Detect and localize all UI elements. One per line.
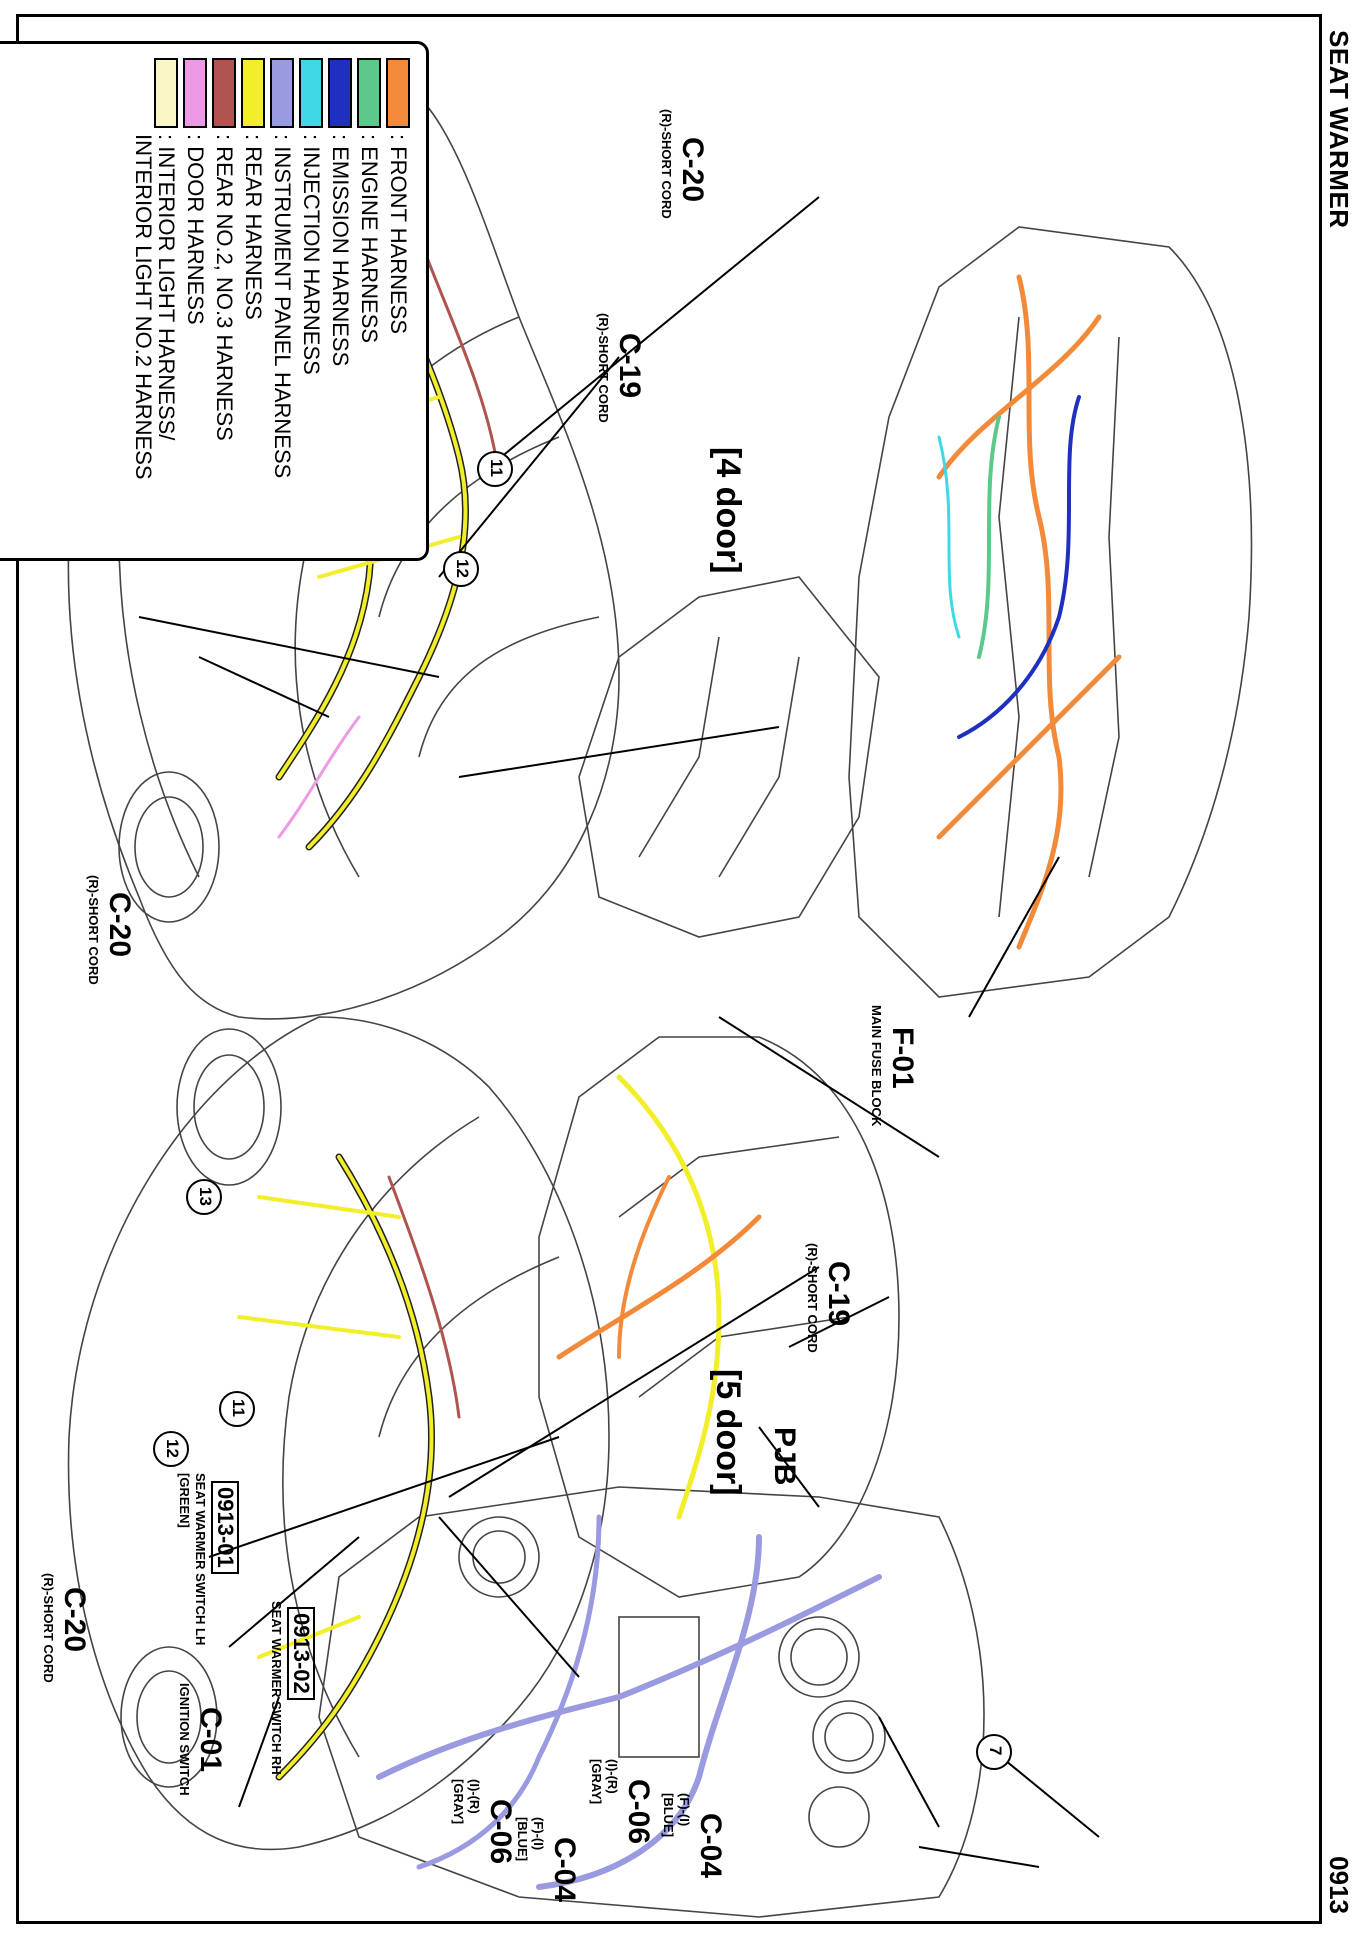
legend-swatch — [154, 58, 178, 128]
legend-swatch — [212, 58, 236, 128]
switch-rh-code: 0913-02 — [287, 1607, 315, 1700]
legend-label: : ENGINE HARNESS — [357, 134, 382, 344]
legend-swatch — [241, 58, 265, 128]
c04-mid-code: C-04 — [694, 1813, 727, 1879]
legend-label: : EMISSION HARNESS — [328, 134, 353, 367]
page-code: 0913 — [1324, 1856, 1354, 1914]
c01-code: C-01 — [194, 1707, 227, 1773]
legend-label: : INTERIOR LIGHT HARNESS/ INTERIOR LIGHT… — [130, 134, 179, 480]
c19-4door-desc: (R)-SHORT CORD — [596, 313, 611, 423]
c04-right-color: [BLUE] — [515, 1817, 530, 1862]
c20-4door-bottom-desc: (R)-SHORT CORD — [86, 875, 101, 985]
diagram-frame: 11 12 11 12 13 7 C-20 (R)-SHORT CORD C-1… — [0, 14, 1322, 1924]
legend-item: : REAR HARNESS — [236, 58, 266, 544]
legend-item: : INSTRUMENT PANEL HARNESS — [265, 58, 295, 544]
switch-rh-desc: SEAT WARMER SWITCH RH — [269, 1601, 284, 1775]
legend-swatch — [270, 58, 294, 128]
legend-swatch — [183, 58, 207, 128]
pjb-code: PJB — [768, 1427, 801, 1486]
c19-4door-code: C-19 — [613, 333, 646, 399]
five-door-label: [5 door] — [709, 1369, 747, 1496]
f01-code: F-01 — [886, 1027, 919, 1089]
legend-label: : INSTRUMENT PANEL HARNESS — [270, 134, 295, 479]
four-door-label: [4 door] — [709, 447, 747, 574]
c01-desc: IGNITION SWITCH — [177, 1683, 192, 1796]
legend-label: : INJECTION HARNESS — [299, 134, 324, 375]
legend-item: : EMISSION HARNESS — [323, 58, 353, 544]
legend-label: : FRONT HARNESS — [386, 134, 411, 335]
c20-4door-bottom-code: C-20 — [103, 892, 136, 958]
c19-5door-desc: (R)-SHORT CORD — [805, 1243, 820, 1353]
c19-5door-code: C-19 — [822, 1261, 855, 1327]
c04-mid-pins: (F)-(I) — [677, 1793, 692, 1827]
legend-item: : ENGINE HARNESS — [352, 58, 382, 544]
c04-right-code: C-04 — [548, 1837, 581, 1903]
legend-label: : REAR HARNESS — [241, 134, 266, 320]
legend-item: : DOOR HARNESS — [178, 58, 208, 544]
ground-point-12-4door: 12 — [453, 559, 472, 578]
harness-legend: : FRONT HARNESS: ENGINE HARNESS: EMISSIO… — [0, 41, 429, 561]
c06-mid-code: C-06 — [622, 1779, 655, 1845]
c20-4door-top-code: C-20 — [676, 137, 709, 203]
switch-lh-desc: SEAT WARMER SWITCH LH — [193, 1473, 208, 1646]
page-title: SEAT WARMER — [1324, 30, 1354, 229]
c20-4door-top-desc: (R)-SHORT CORD — [659, 109, 674, 219]
legend-label: : DOOR HARNESS — [183, 134, 208, 325]
c06-right-pins: (I)-(R) — [467, 1779, 482, 1814]
legend-item: : FRONT HARNESS — [381, 58, 411, 544]
ground-point-11-5door: 11 — [229, 1399, 248, 1417]
legend-swatch — [386, 58, 410, 128]
f01-desc: MAIN FUSE BLOCK — [869, 1005, 884, 1127]
ground-point-12-5door: 12 — [163, 1439, 182, 1458]
switch-lh-color: [GREEN] — [177, 1473, 192, 1528]
legend-item: : INJECTION HARNESS — [294, 58, 324, 544]
switch-lh-code: 0913-01 — [211, 1481, 239, 1574]
c20-5door-desc: (R)-SHORT CORD — [41, 1573, 56, 1683]
legend-label: : REAR NO.2, NO.3 HARNESS — [212, 134, 237, 441]
ground-point-13-5door: 13 — [196, 1187, 215, 1206]
c04-right-pins: (F)-(I) — [531, 1817, 546, 1851]
c06-right-code: C-06 — [484, 1799, 517, 1865]
harness-illustration — [67, 76, 1253, 1918]
legend-swatch — [357, 58, 381, 128]
ground-point-11-4door: 11 — [487, 459, 506, 477]
c06-mid-color: [GRAY] — [589, 1759, 604, 1805]
ground-point-7: 7 — [986, 1746, 1005, 1756]
c06-mid-pins: (I)-(R) — [605, 1759, 620, 1794]
c06-right-color: [GRAY] — [451, 1779, 466, 1825]
legend-item: : INTERIOR LIGHT HARNESS/ INTERIOR LIGHT… — [126, 58, 179, 544]
legend-swatch — [299, 58, 323, 128]
c20-5door-code: C-20 — [58, 1587, 91, 1653]
c04-mid-color: [BLUE] — [661, 1793, 676, 1838]
legend-swatch — [328, 58, 352, 128]
legend-item: : REAR NO.2, NO.3 HARNESS — [207, 58, 237, 544]
